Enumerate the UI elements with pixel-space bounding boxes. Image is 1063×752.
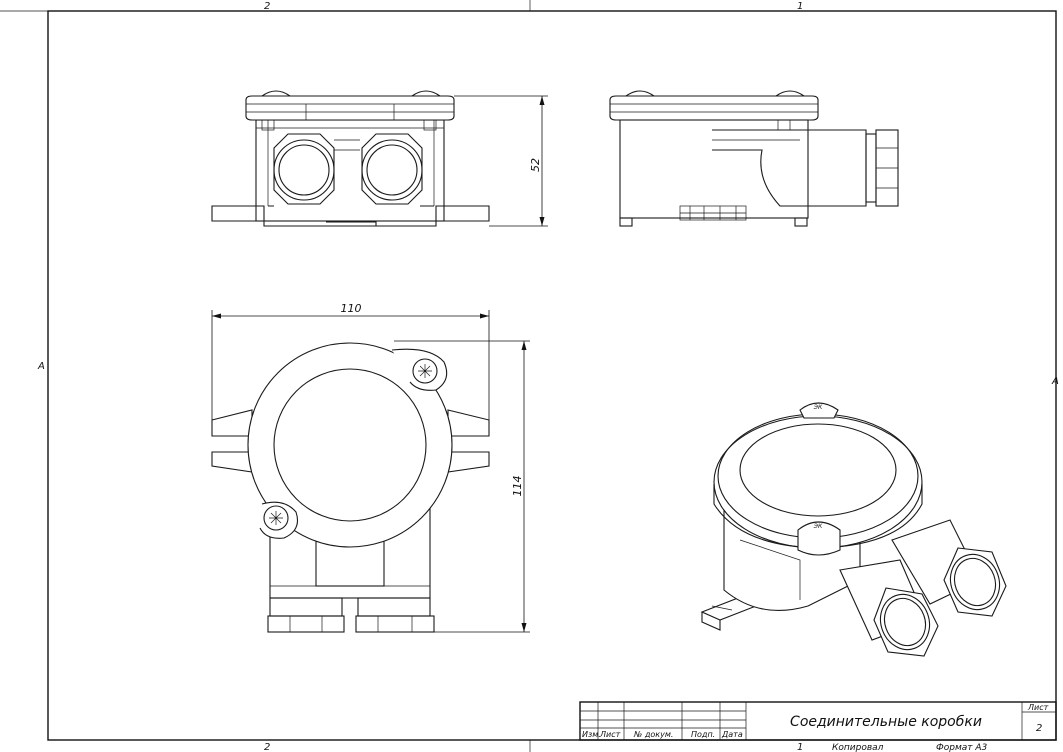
zone-mark-bottom-left: 2 <box>264 742 270 752</box>
zone-mark-top-right: 1 <box>797 1 803 12</box>
gland-right <box>361 133 423 205</box>
title-block: Изм. Лист № докум. Подп. Дата Соединител… <box>579 701 1057 752</box>
zone-mark-top-left: 2 <box>264 1 270 12</box>
side-view <box>609 90 899 227</box>
dimension-width-label: 110 <box>341 302 362 315</box>
stamp-col-change: Изм. <box>582 730 601 739</box>
stamp-col-doc: № докум. <box>633 730 673 739</box>
logo-mark-top: ЭК <box>813 404 823 411</box>
stamp-format: Формат А3 <box>936 743 988 752</box>
stamp-copied: Копировал <box>832 743 884 752</box>
stamp-col-sheet: Лист <box>599 730 621 739</box>
dimension-length-label: 114 <box>511 476 524 497</box>
stamp-sheet-label: Лист <box>1027 703 1049 712</box>
zone-mark-bottom-right: 1 <box>797 742 803 752</box>
stamp-col-date: Дата <box>721 730 743 739</box>
stamp-col-sign: Подп. <box>691 730 715 739</box>
logo-mark-bottom: ЭК <box>813 523 823 530</box>
dimension-height: 52 <box>454 95 548 227</box>
top-view <box>211 342 490 633</box>
dimension-length: 114 <box>394 340 530 633</box>
isometric-view: ЭК ЭК <box>700 402 1007 657</box>
iso-gland-right <box>891 519 1007 617</box>
stamp-sheet-number: 2 <box>1036 723 1042 734</box>
front-view <box>211 90 490 227</box>
zone-mark-left: A <box>37 361 45 372</box>
gland-left <box>273 133 335 205</box>
dimension-height-label: 52 <box>529 158 542 172</box>
dimension-width: 110 <box>211 302 490 420</box>
stamp-title: Соединительные коробки <box>790 714 982 730</box>
iso-gland-left <box>839 559 939 657</box>
zone-mark-right: A <box>1051 376 1059 387</box>
